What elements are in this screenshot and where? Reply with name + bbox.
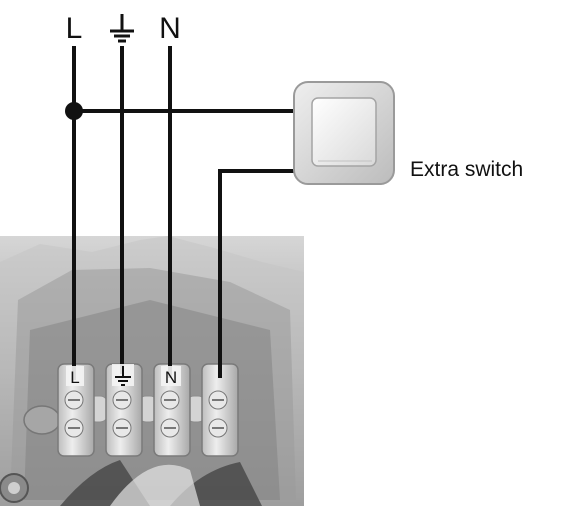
terminal-switched <box>201 363 239 457</box>
switch-label: Extra switch <box>410 158 523 181</box>
wire-switched-return <box>218 169 302 378</box>
junction-box-photo <box>0 236 304 506</box>
earth-ground-icon <box>115 366 131 386</box>
terminal-earth <box>105 363 143 457</box>
top-label-live: L <box>66 12 83 45</box>
junction-dot <box>65 102 83 120</box>
terminal-block <box>57 363 239 457</box>
terminal-neutral <box>153 363 191 457</box>
block-label-neutral: N <box>165 368 177 387</box>
terminal-live <box>57 363 95 457</box>
earth-ground-icon <box>110 14 134 43</box>
wall-switch-icon <box>293 81 395 185</box>
block-label-live: L <box>70 368 79 387</box>
top-label-neutral: N <box>159 12 181 45</box>
